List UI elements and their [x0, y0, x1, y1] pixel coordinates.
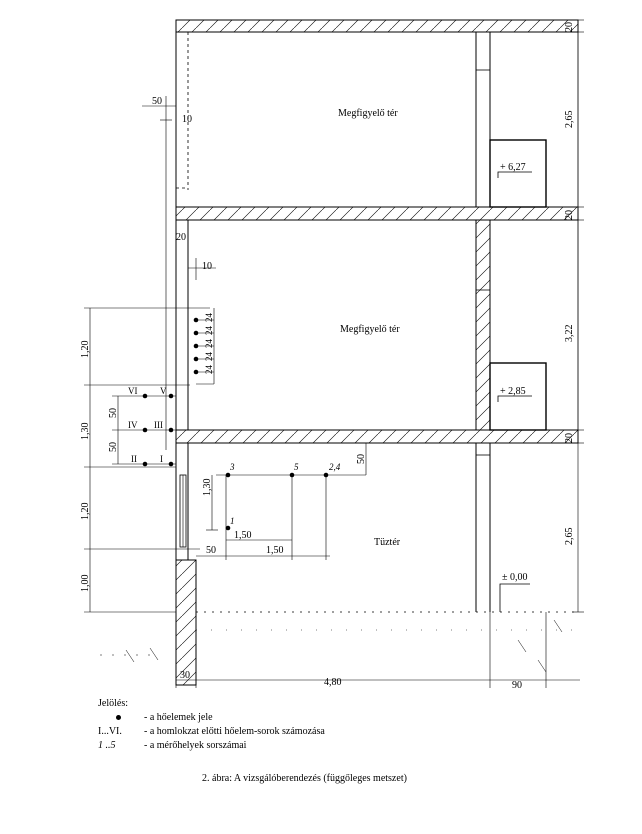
row-label-vi: VI [128, 386, 138, 396]
measure-point-2-4: 2,4 [329, 462, 341, 472]
measure-point-3: 3 [229, 462, 235, 472]
dim-grid-24-1: 24 [204, 313, 214, 323]
dim-vertical-130: 1,30 [202, 479, 213, 497]
dim-bottom-30: 30 [180, 670, 190, 681]
figure-caption: 2. ábra: A vizsgálóberendezés (függőlege… [202, 773, 407, 784]
dim-left-120-a: 1,20 [80, 341, 91, 359]
dim-wall-10-upper: 10 [182, 114, 192, 125]
middle-partition-upper [475, 31, 491, 208]
dim-row-50-a: 50 [108, 408, 119, 418]
legend-text-points: - a mérőhelyek sorszámai [144, 740, 247, 751]
middle-partition-middle [475, 219, 491, 431]
row-label-iii: III [154, 420, 163, 430]
legend-item-rows: I...VI. - a homlokzat előtti hőelem-soro… [98, 725, 538, 739]
room-label-middle: Megfigyelő tér [340, 324, 400, 335]
dim-grid-24-4: 24 [204, 352, 214, 362]
right-dimension-chain [572, 19, 584, 613]
room-label-upper: Megfigyelő tér [338, 108, 398, 119]
dim-right-20-c: 20 [564, 433, 575, 443]
dim-wall-10-middle: 10 [202, 261, 212, 272]
measure-point-5: 5 [294, 462, 299, 472]
legend-text-rows: - a homlokzat előtti hőelem-sorok számoz… [144, 726, 325, 737]
upper-floor-slab [175, 206, 579, 221]
dim-150-b: 1,50 [266, 545, 284, 556]
legend-item-thermocouple: - a hőelemek jele [98, 711, 538, 725]
left-dimension-chain [84, 307, 210, 613]
dim-bottom-90: 90 [512, 680, 522, 691]
dim-right-50: 50 [356, 454, 367, 464]
thermocouple-dot-icon [116, 715, 121, 721]
grid-24-chain [193, 308, 215, 385]
row-label-v: V [160, 386, 167, 396]
dim-left-130: 1,30 [80, 423, 91, 441]
dim-right-20-b: 20 [564, 210, 575, 220]
dim-wall-20: 20 [176, 232, 186, 243]
dim-bottom-480: 4,80 [324, 677, 342, 688]
measure-point-1: 1 [230, 516, 235, 526]
level-ground: ± 0,00 [502, 572, 528, 583]
row-label-ii: II [131, 454, 137, 464]
middle-partition-lower [475, 443, 491, 612]
level-upper: + 6,27 [500, 162, 526, 173]
legend-text-thermocouple: - a hőelemek jele [144, 712, 213, 723]
dim-row-50-b: 50 [108, 442, 119, 452]
dim-grid-24-2: 24 [204, 326, 214, 336]
roof-slab [175, 19, 579, 33]
middle-floor-slab [175, 429, 579, 444]
dim-right-265-a: 2,65 [564, 111, 575, 129]
ground-line [100, 583, 580, 673]
bottom-dimension-chain [175, 612, 580, 688]
dim-bottom-left-50: 50 [206, 545, 216, 556]
dim-grid-24-3: 24 [204, 339, 214, 349]
dim-left-100: 1,00 [80, 575, 91, 593]
room-label-lower: Tüztér [374, 537, 401, 548]
legend-symbol-points: 1 ..5 [98, 740, 116, 751]
dim-right-265-b: 2,65 [564, 528, 575, 546]
upper-opening [489, 139, 547, 208]
row-label-iv: IV [128, 420, 138, 430]
left-wall-upper [175, 32, 189, 207]
dim-left-120-b: 1,20 [80, 503, 91, 521]
dim-top-50: 50 [152, 96, 162, 107]
legend-symbol-rows: I...VI. [98, 726, 122, 737]
dim-grid-24-5: 24 [204, 365, 214, 375]
left-wall-middle [175, 219, 189, 431]
legend-item-points: 1 ..5 - a mérőhelyek sorszámai [98, 739, 538, 753]
legend-title: Jelölés: [98, 698, 128, 709]
middle-opening [489, 362, 547, 431]
dim-right-322: 3,22 [564, 325, 575, 343]
facade-thermocouple-grid [112, 393, 176, 467]
measure-point-chain [196, 443, 367, 560]
dim-right-20-a: 20 [564, 22, 575, 32]
row-label-i: I [160, 454, 163, 464]
level-middle: + 2,85 [500, 386, 526, 397]
top-offset-dimension [142, 96, 176, 450]
ground-wall-left [175, 443, 197, 686]
dim-150-a: 1,50 [234, 530, 252, 541]
